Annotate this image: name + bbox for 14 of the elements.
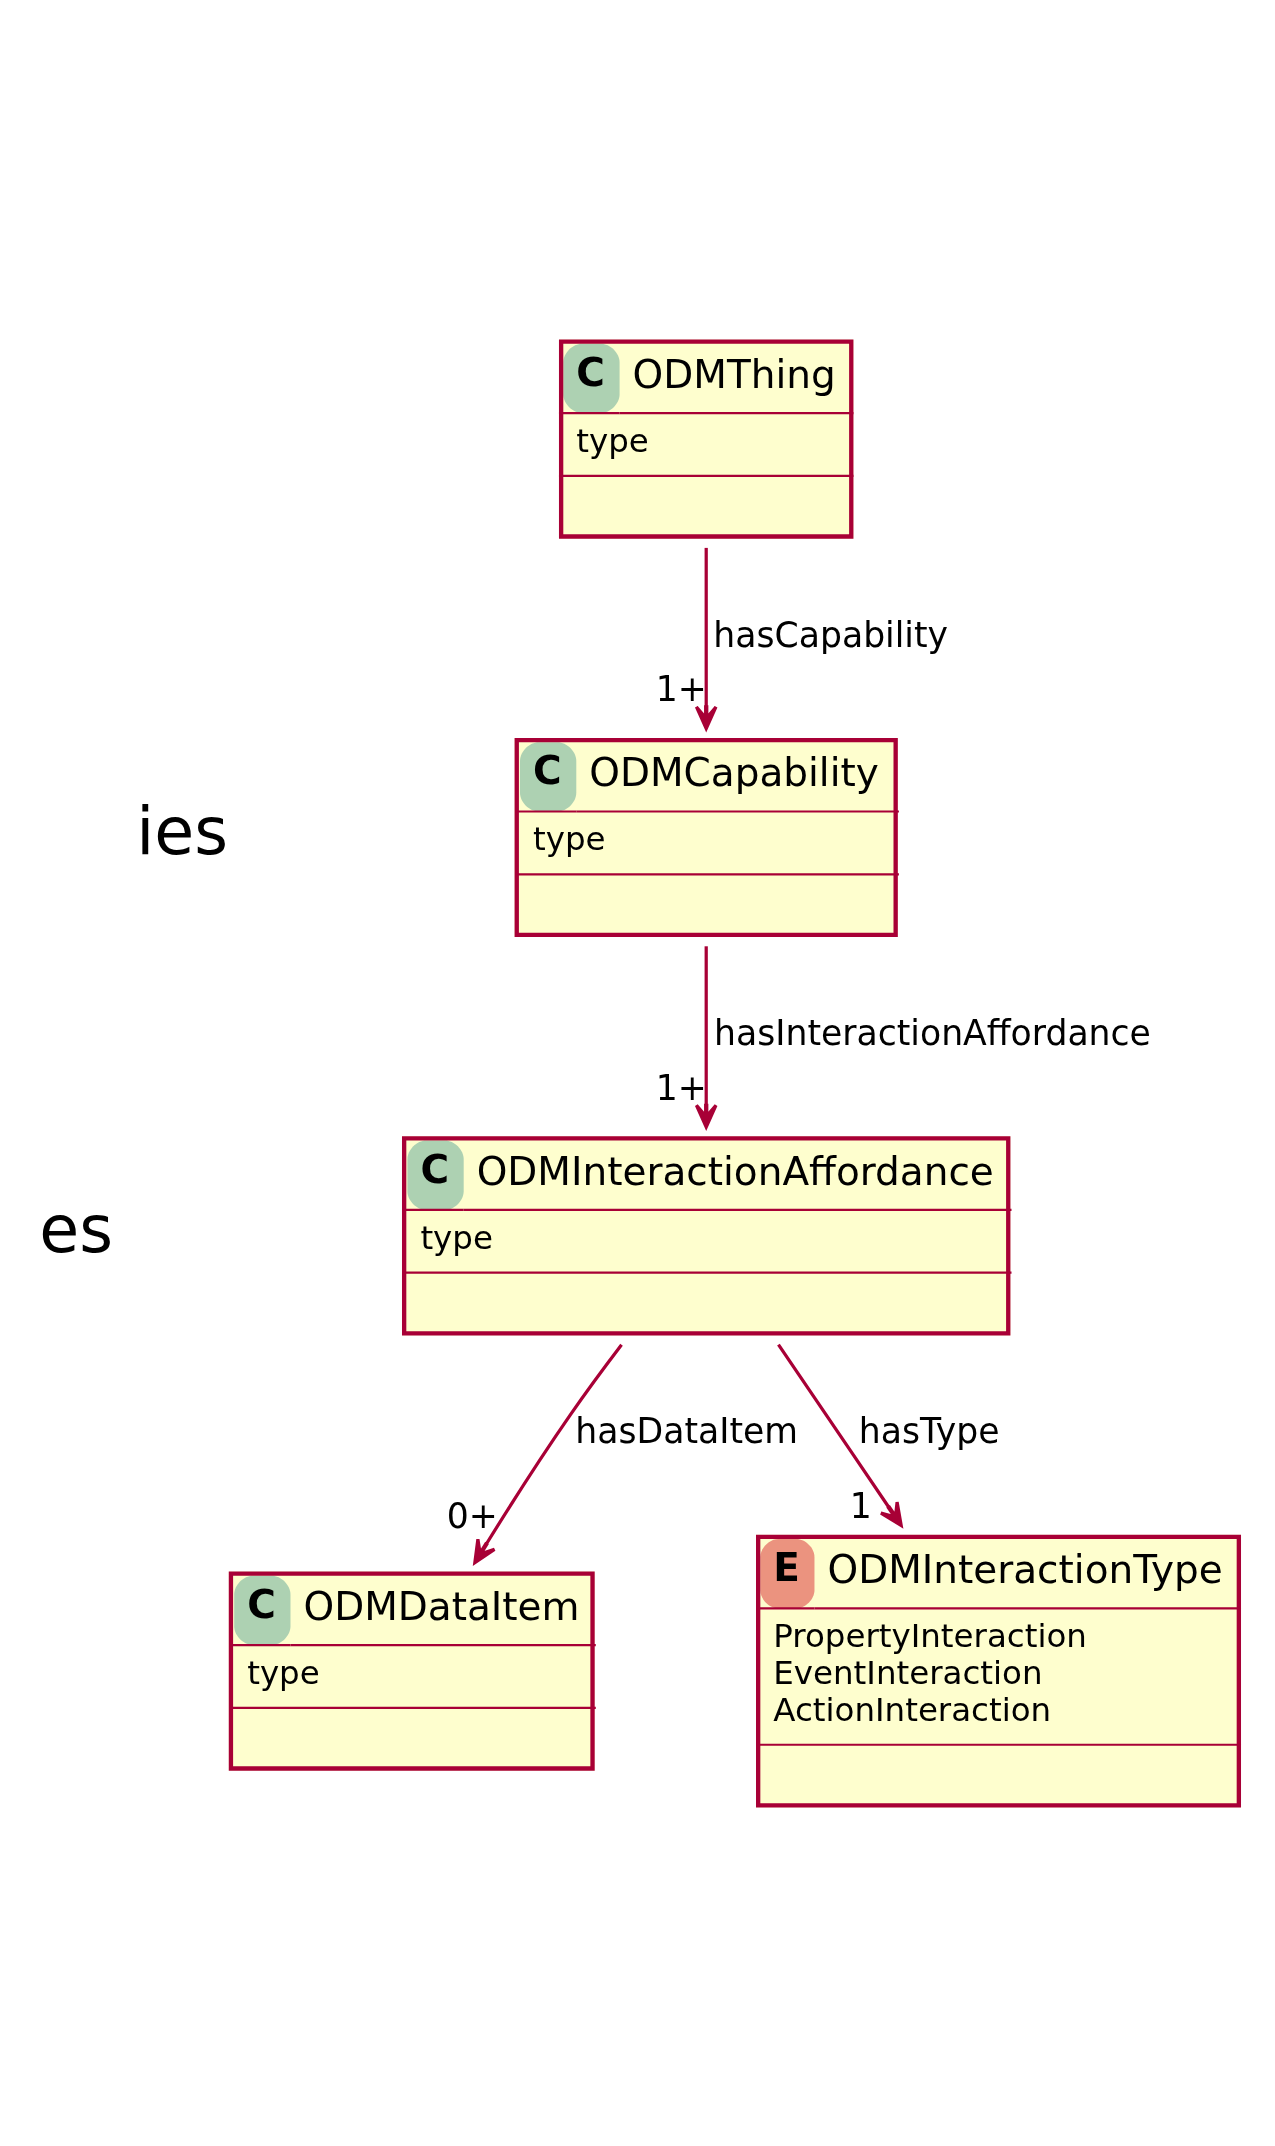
label: ies: [135, 793, 228, 869]
edge-label: hasCapability: [712, 614, 948, 655]
label: 0+: [446, 1495, 498, 1536]
edge-label: hasDataItem: [574, 1410, 798, 1451]
label: es: [38, 1191, 113, 1267]
arrow: [472, 1343, 623, 1564]
edge-label: hasType: [858, 1410, 1000, 1451]
label: 1+: [655, 668, 707, 709]
arrow: [776, 1343, 903, 1527]
edge-label: hasInteractionAffordance: [713, 1012, 1151, 1053]
arrow: [694, 547, 718, 730]
label: 1: [849, 1485, 872, 1526]
arrow: [694, 945, 718, 1129]
label: 1+: [655, 1067, 707, 1108]
